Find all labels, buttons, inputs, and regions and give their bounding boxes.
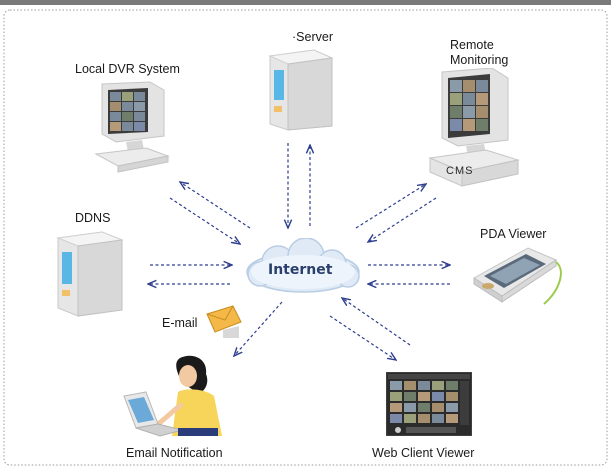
web-client-label: Web Client Viewer xyxy=(372,446,475,460)
cms-device-label: CMS xyxy=(446,165,474,177)
remote-label-line2: Monitoring xyxy=(450,53,509,67)
server-label: ·Server xyxy=(292,30,333,44)
arrow-internet-to-local-dvr xyxy=(180,182,251,229)
local-dvr-monitor-icon xyxy=(94,81,170,173)
arrow-local-dvr-to-internet xyxy=(169,197,240,244)
internet-label: Internet xyxy=(268,262,333,278)
video-grid-viewer-icon xyxy=(386,372,472,436)
arrow-internet-to-remote xyxy=(355,184,426,229)
pda-label: PDA Viewer xyxy=(480,227,547,241)
frame-dotted-border xyxy=(3,9,608,466)
server-tower-icon xyxy=(268,49,334,131)
internet-cloud-icon xyxy=(246,238,360,293)
arrow-remote-to-internet xyxy=(368,197,437,242)
email-label: E-mail xyxy=(162,316,198,330)
email-notification-label: Email Notification xyxy=(126,446,223,460)
frame-top-bar xyxy=(0,0,611,5)
person-with-laptop-icon xyxy=(123,355,222,437)
ddns-label: DDNS xyxy=(75,211,111,225)
arrow-web-client-to-internet xyxy=(342,298,411,346)
arrow-internet-to-email xyxy=(234,301,283,356)
remote-label-line1: Remote xyxy=(450,38,494,52)
remote-monitoring-monitor-icon xyxy=(428,68,520,187)
pda-device-icon xyxy=(473,247,562,305)
ddns-server-tower-icon xyxy=(56,231,124,317)
local-dvr-label: Local DVR System xyxy=(75,62,180,76)
envelope-icon xyxy=(206,305,242,338)
arrow-internet-to-web-client xyxy=(329,315,396,360)
